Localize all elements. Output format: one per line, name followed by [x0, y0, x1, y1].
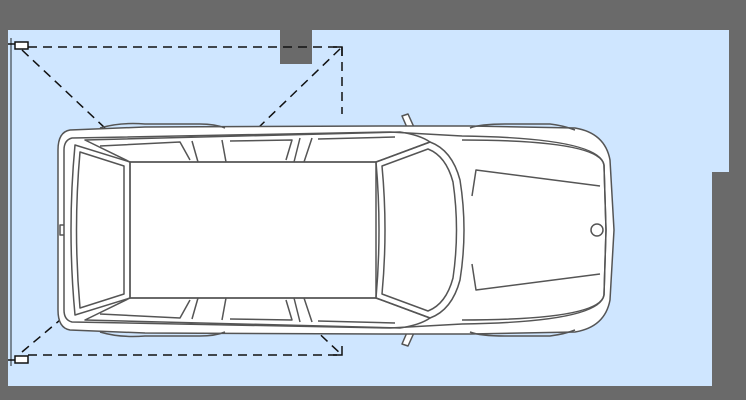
window-pillar-t2 [221, 139, 227, 163]
rear-window-inner [75, 151, 125, 309]
wheel-arch-bottom-rear [99, 331, 226, 338]
car-body [57, 125, 615, 335]
window-trim-top [99, 136, 396, 161]
door-hinge-top [14, 41, 29, 50]
window-trim-bottom [99, 299, 396, 324]
hood-line-bottom [471, 263, 601, 291]
windshield-inner [381, 148, 458, 312]
swing-arrow-bottom [333, 346, 343, 356]
door-swing-lines [21, 46, 343, 356]
window-pillar-t1 [191, 140, 199, 163]
swing-arrow-top [333, 46, 343, 56]
window-pillar-b3 [293, 297, 301, 323]
car-top-view [57, 113, 615, 347]
wheel-arch-top-rear [99, 122, 226, 129]
windshield [375, 141, 465, 319]
window-pillar-b4 [303, 297, 313, 323]
window-pillar-b2 [221, 297, 227, 321]
window-pillar-b1 [191, 297, 199, 320]
door-hinge-bottom [14, 355, 29, 364]
hood [461, 139, 607, 321]
rear-window [70, 144, 131, 316]
body-inner-line [63, 131, 607, 329]
hood-ornament [590, 223, 604, 237]
rear-bumper [59, 224, 64, 236]
window-pillar-t4 [303, 137, 313, 163]
wheel-arch-bottom-front [469, 329, 576, 337]
window-pillar-t3 [293, 137, 301, 163]
wheel-arch-top-front [469, 123, 576, 131]
hood-line-top [471, 169, 601, 197]
